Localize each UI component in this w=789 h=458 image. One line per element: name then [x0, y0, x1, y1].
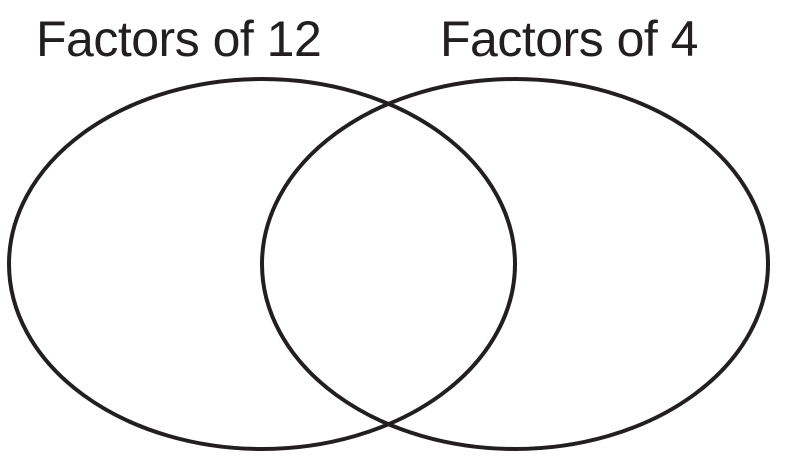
set-label-factors-of-12: Factors of 12	[36, 11, 322, 67]
set-label-factors-of-4: Factors of 4	[440, 11, 699, 67]
set-ellipse-factors-of-4	[260, 77, 770, 451]
set-ellipse-factors-of-12	[7, 77, 517, 451]
